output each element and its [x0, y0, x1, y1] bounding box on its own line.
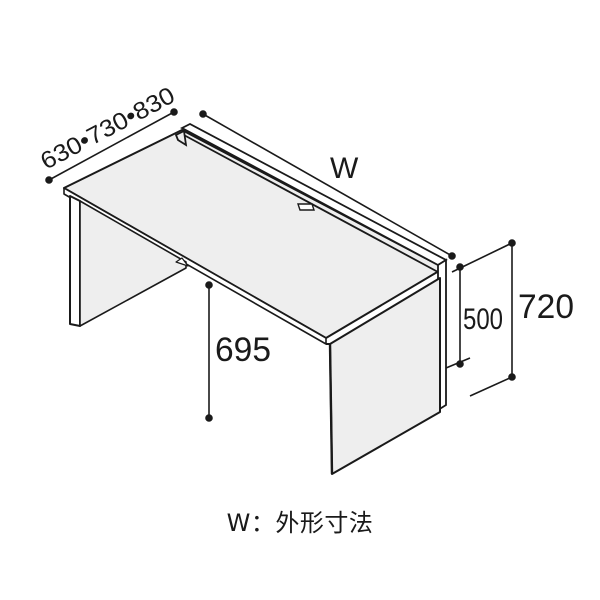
width-label: W: [330, 152, 359, 185]
caption: W：外形寸法: [226, 509, 374, 537]
left-leg-panel: [69, 195, 189, 327]
desk-top: [63, 129, 445, 345]
knee-clearance-dimension-line: [205, 281, 213, 422]
panel-height-label: 500: [463, 303, 503, 336]
total-height-dimension-line: [469, 239, 516, 397]
total-height-label: 720: [518, 288, 574, 326]
knee-clearance-label: 695: [215, 331, 271, 369]
panel-height-dimension-line: [445, 242, 513, 369]
depth-dimension-line: [45, 108, 178, 184]
right-leg-panel: [326, 277, 441, 475]
width-dimension-line: [199, 110, 456, 260]
